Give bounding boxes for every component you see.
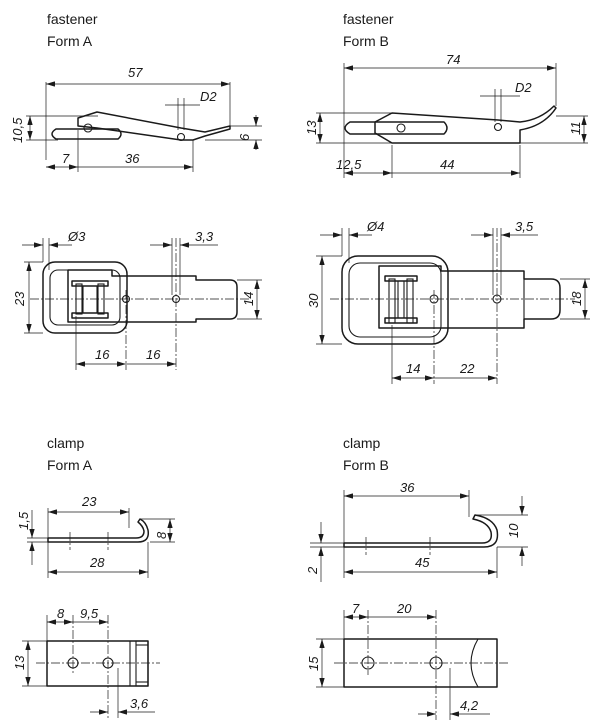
- dim-len: 23: [81, 494, 97, 509]
- bail-outer: [341, 255, 449, 345]
- clamp-plate: [46, 640, 149, 687]
- dim-len: 36: [400, 480, 415, 495]
- dim-total: 45: [415, 555, 430, 570]
- hinge-right: [406, 278, 414, 324]
- dim-hook: 8: [154, 531, 169, 539]
- hinge-bottom: [384, 317, 418, 324]
- dim-end: 6: [237, 133, 252, 141]
- dim-length: 57: [128, 65, 143, 80]
- lever-body: [77, 111, 231, 141]
- title-clamp-form-a: clamp Form A: [47, 432, 92, 476]
- dim-thick: 2: [305, 566, 320, 575]
- title-fastener-form-b: fastener Form B: [343, 8, 394, 52]
- dim-pin: D2: [200, 89, 217, 104]
- latch-link: [344, 121, 448, 135]
- lever-body: [374, 105, 557, 144]
- fastener-b-top-view: Ø4 3,5 30 18 14 22: [306, 219, 590, 384]
- clamp-b-top-view: 7 20 15 4,2: [306, 601, 508, 720]
- dim-length: 74: [446, 52, 460, 67]
- dim-width: 30: [306, 293, 321, 308]
- dim-b: 9,5: [80, 606, 99, 621]
- clamp-hook-edge: [135, 640, 149, 687]
- view-form: Form A: [47, 33, 93, 49]
- fastener-a-side-view: 57 D2 10,5 6 7 36: [10, 65, 262, 172]
- hinge-top: [71, 280, 109, 287]
- bail-inner: [49, 269, 121, 326]
- view-form: Form B: [343, 33, 389, 49]
- title-clamp-form-b: clamp Form B: [343, 432, 389, 476]
- clamp-a-top-view: 8 9,5 13 3,6: [12, 606, 160, 718]
- dim-width: 13: [12, 655, 27, 670]
- dim-b: 22: [459, 361, 475, 376]
- dim-b: 16: [146, 347, 161, 362]
- view-form: Form A: [47, 457, 93, 473]
- dim-pin: D2: [515, 80, 532, 95]
- title-fastener-form-a: fastener Form A: [47, 8, 98, 52]
- view-name: fastener: [343, 11, 394, 27]
- hinge-bottom: [71, 312, 109, 319]
- dim-a: 8: [57, 606, 65, 621]
- clamp-profile: [343, 514, 499, 548]
- hinge-left: [388, 278, 396, 324]
- fastener-b-side-view: 74 D2 13 11 12,5 44: [304, 52, 588, 178]
- pin: [493, 122, 503, 132]
- pivot-pin: [396, 123, 406, 133]
- dim-thick: 1,5: [16, 511, 31, 530]
- dim-total: 28: [89, 555, 105, 570]
- dim-hook: 10: [506, 523, 521, 538]
- dim-b: 20: [396, 601, 412, 616]
- dim-slot: 3,3: [195, 229, 214, 244]
- dim-end: 11: [568, 122, 583, 136]
- dim-a: 14: [406, 361, 420, 376]
- dim-height: 13: [304, 120, 319, 135]
- dim-a: 12,5: [336, 157, 362, 172]
- dim-b: 44: [440, 157, 454, 172]
- pin: [176, 132, 186, 142]
- fastener-a-top-view: Ø3 3,3 23 14 16 16: [12, 229, 262, 370]
- dim-slot: 3,5: [515, 219, 534, 234]
- view-form: Form B: [343, 457, 389, 473]
- dim-width: 15: [306, 656, 321, 671]
- dim-c: 4,2: [460, 698, 479, 713]
- bail-inner: [348, 262, 442, 338]
- dim-b: 36: [125, 151, 140, 166]
- view-name: clamp: [343, 435, 381, 451]
- dim-tongue: 18: [569, 291, 584, 306]
- dim-hole: Ø3: [67, 229, 86, 244]
- latch-link: [51, 128, 122, 140]
- pivot-pin: [83, 123, 93, 133]
- view-name: fastener: [47, 11, 98, 27]
- lever-plate: [378, 265, 561, 329]
- dim-width: 23: [12, 291, 27, 307]
- bail-outer: [42, 261, 128, 334]
- view-name: clamp: [47, 435, 85, 451]
- clamp-plate: [343, 638, 498, 688]
- dim-a: 16: [95, 347, 110, 362]
- dim-height: 10,5: [10, 117, 25, 143]
- lever-plate: [67, 269, 238, 323]
- clamp-a-side-view: 23 1,5 8 28: [16, 494, 175, 578]
- dim-a: 7: [352, 601, 360, 616]
- dim-c: 3,6: [130, 696, 149, 711]
- clamp-b-side-view: 36 2 10 45: [305, 480, 528, 582]
- hinge-top: [384, 275, 418, 282]
- dim-hole: Ø4: [366, 219, 384, 234]
- dim-a: 7: [62, 151, 70, 166]
- dim-tongue: 14: [241, 292, 256, 306]
- clamp-profile: [47, 518, 150, 543]
